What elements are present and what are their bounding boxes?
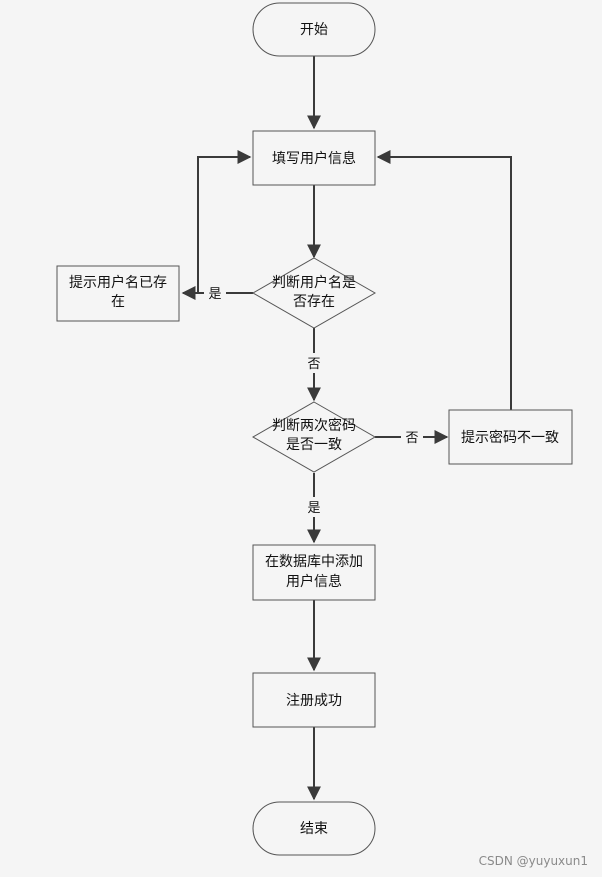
check-password-decision: 判断两次密码 是否一致 [251, 401, 377, 473]
add-to-database-box: 在数据库中添加 用户信息 [252, 544, 376, 601]
check-username-label-line1: 判断用户名是 [272, 274, 356, 291]
start-label: 开始 [300, 22, 328, 38]
add-to-database-label-line2: 用户信息 [286, 573, 342, 590]
fill-user-info-box: 填写用户信息 [252, 130, 376, 186]
edge-label-password-yes: 是 [307, 501, 320, 516]
edge-label-exists-yes: 是 [208, 287, 221, 302]
username-exists-label-line1: 提示用户名已存 [69, 274, 167, 291]
register-success-box: 注册成功 [252, 672, 376, 728]
check-password-label-line1: 判断两次密码 [272, 417, 356, 434]
edge-label-password-no: 否 [405, 431, 418, 446]
watermark: CSDN @yuyuxun1 [478, 854, 588, 868]
end-label: 结束 [300, 821, 328, 837]
end-terminal: 结束 [252, 801, 376, 856]
add-to-database-label-line1: 在数据库中添加 [265, 554, 363, 570]
username-exists-label-line2: 在 [111, 294, 125, 310]
edge-label-exists-no: 否 [307, 357, 320, 372]
check-username-label-line2: 否存在 [293, 294, 335, 310]
username-exists-box: 提示用户名已存 在 [56, 265, 180, 322]
edge-mismatch-back-to-fill [376, 150, 512, 410]
check-username-decision: 判断用户名是 否存在 [251, 257, 377, 329]
start-terminal: 开始 [252, 2, 376, 57]
edge-exists-back-to-fill [197, 150, 252, 293]
password-mismatch-box: 提示密码不一致 [448, 409, 573, 465]
check-password-label-line2: 是否一致 [286, 437, 342, 453]
password-mismatch-label: 提示密码不一致 [461, 429, 559, 446]
register-success-label: 注册成功 [286, 693, 342, 709]
fill-user-info-label: 填写用户信息 [272, 150, 356, 167]
